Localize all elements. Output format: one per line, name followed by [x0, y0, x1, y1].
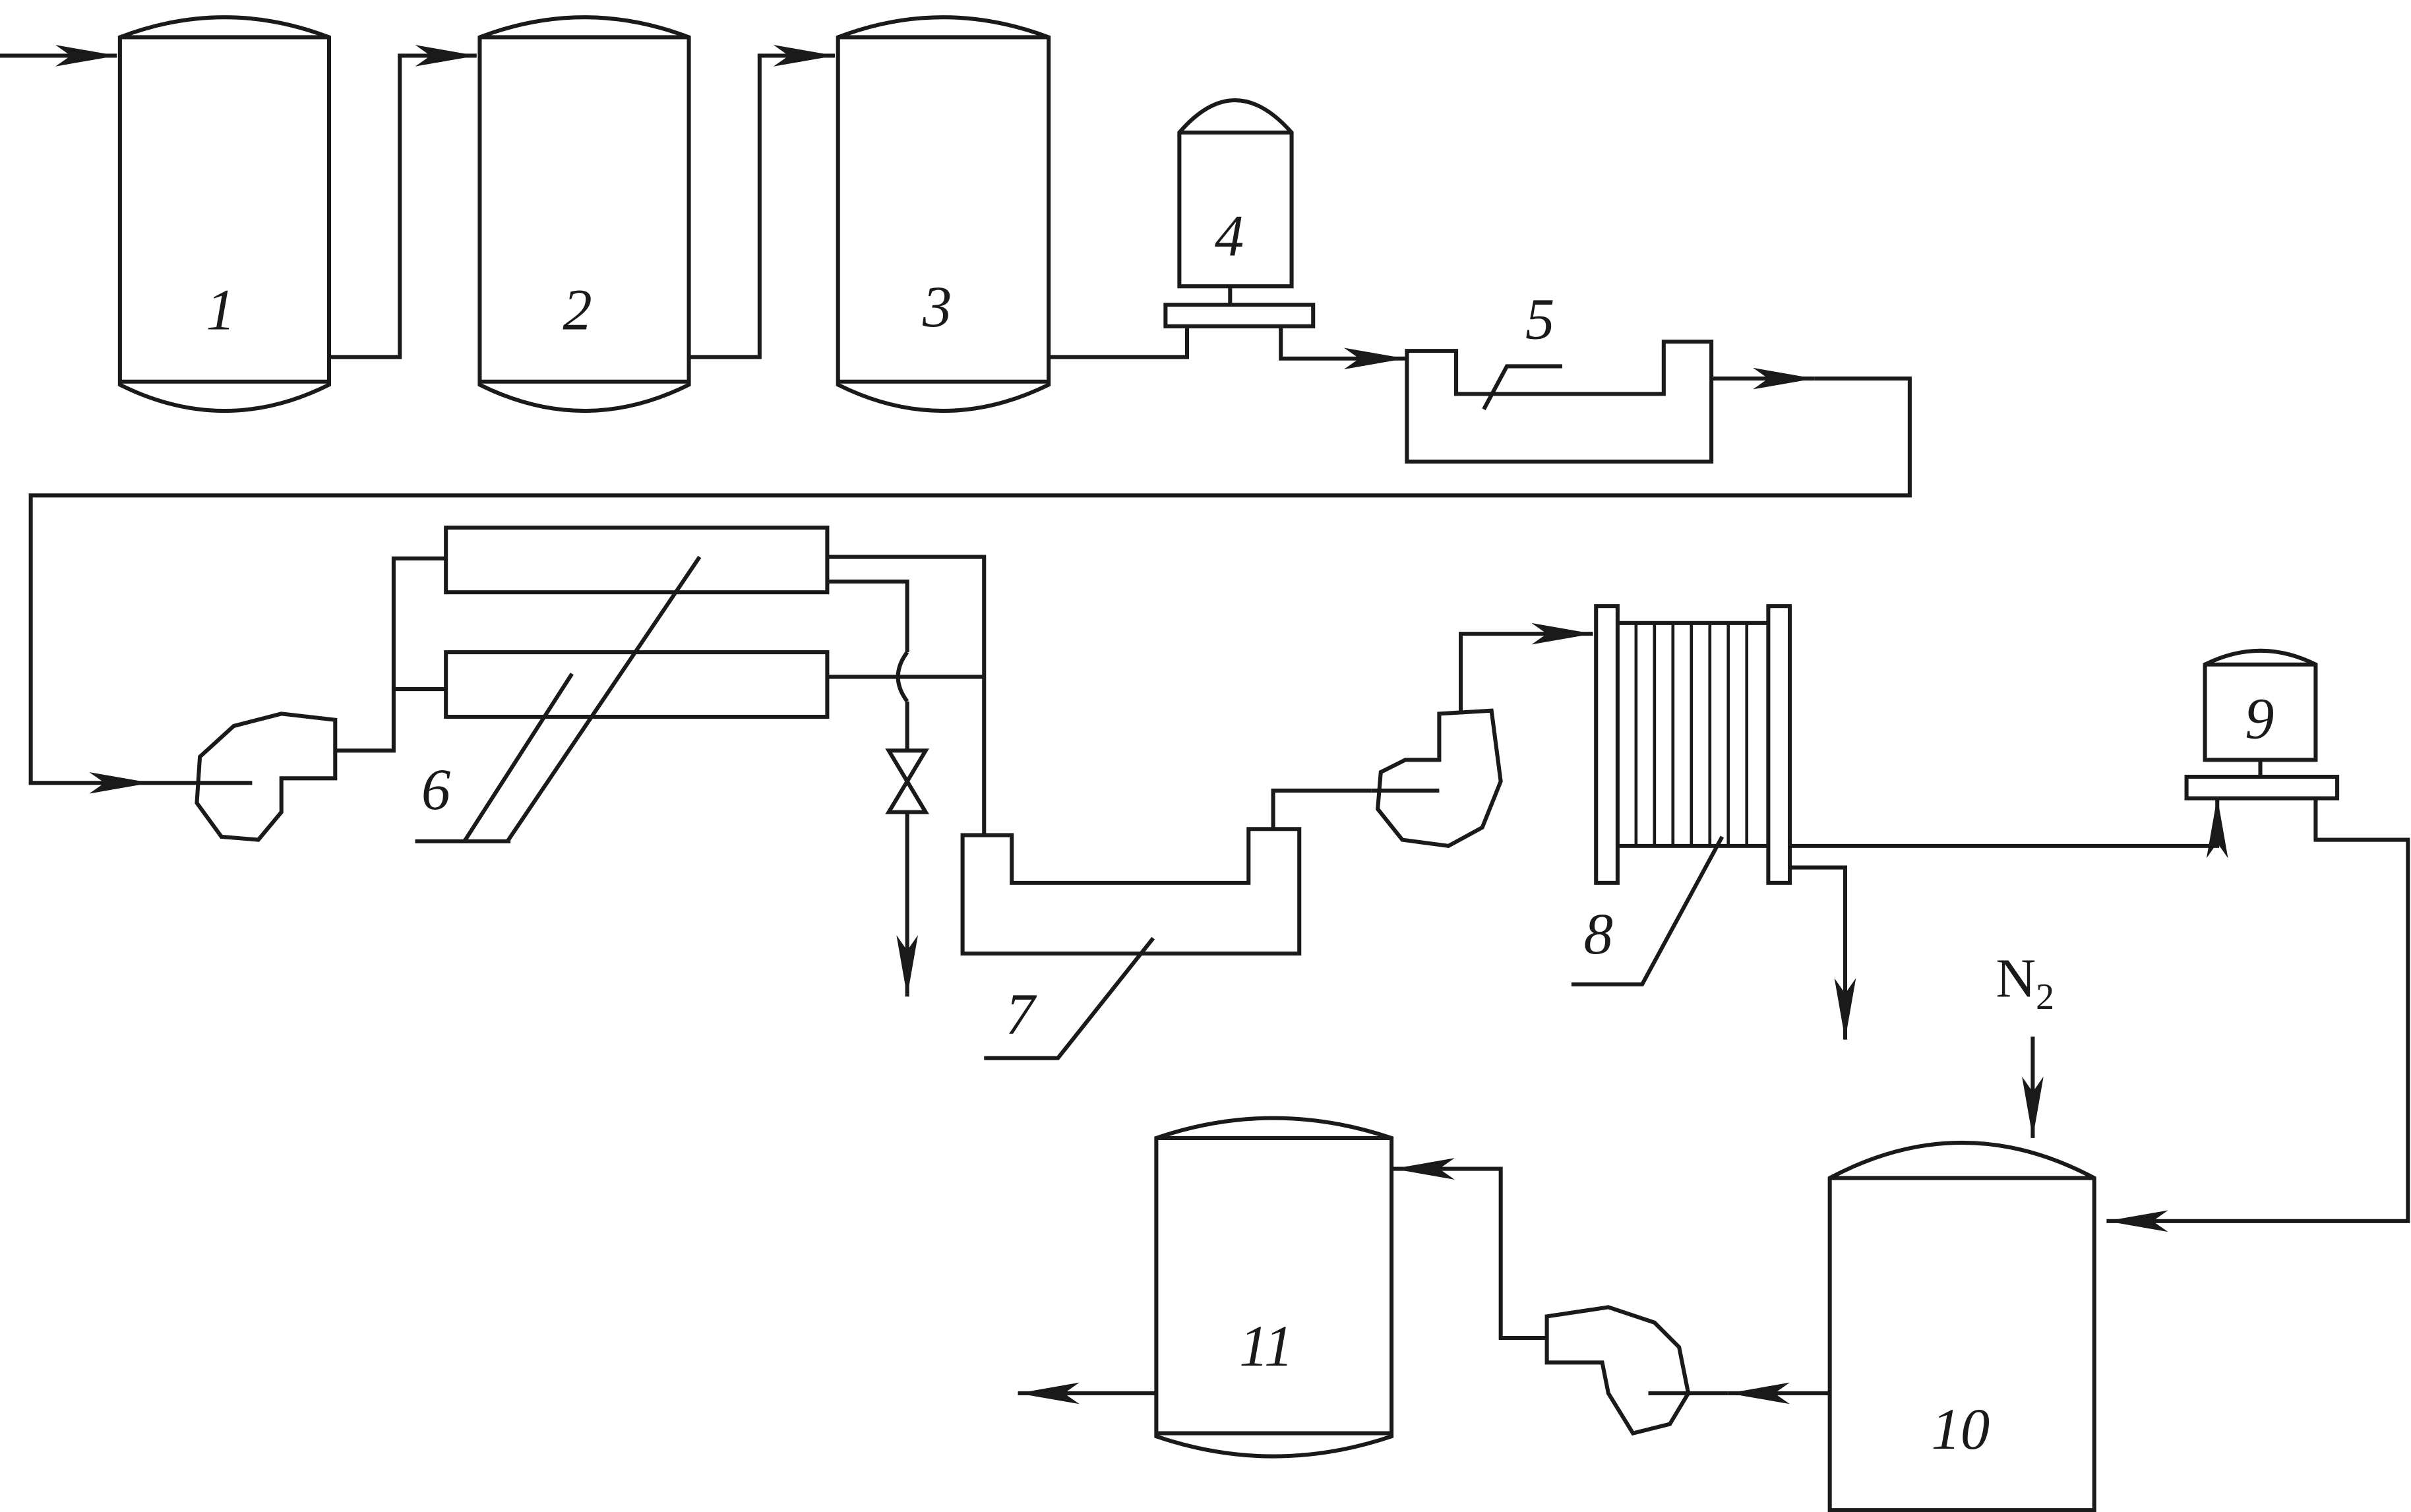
equipment-labels: 1 2 3 4 5 6 7 8 9 10 11 N2: [206, 204, 2274, 1462]
label-10: 10: [1932, 1397, 1990, 1462]
label-2: 2: [563, 278, 592, 342]
unit-7: [960, 788, 1372, 1060]
vessel-10: [1728, 1037, 2096, 1512]
label-6: 6: [421, 758, 450, 822]
pipes-vessels: [0, 45, 1190, 359]
vessel-1: [117, 15, 332, 413]
nitrogen-label: N2: [1996, 948, 2054, 1017]
label-8: 8: [1584, 902, 1613, 967]
label-5: 5: [1525, 287, 1554, 351]
vessel-3: [836, 15, 1051, 413]
label-3: 3: [922, 275, 952, 340]
pump-1: [150, 556, 446, 842]
pump-3: [1393, 1158, 1728, 1436]
unit-5: [28, 340, 1912, 794]
unit-6: [415, 526, 987, 997]
label-1: 1: [206, 278, 235, 342]
label-7: 7: [1006, 982, 1037, 1046]
label-4: 4: [1215, 204, 1244, 269]
label-11: 11: [1239, 1314, 1293, 1379]
pump-2: [1371, 622, 1593, 849]
vessel-2: [477, 15, 691, 413]
label-9: 9: [2245, 687, 2274, 752]
unit-8: [1571, 604, 2228, 1040]
unit-9: [2106, 648, 2410, 1232]
vessel-11: [1018, 1116, 1394, 1459]
unit-4: [1163, 98, 1406, 370]
